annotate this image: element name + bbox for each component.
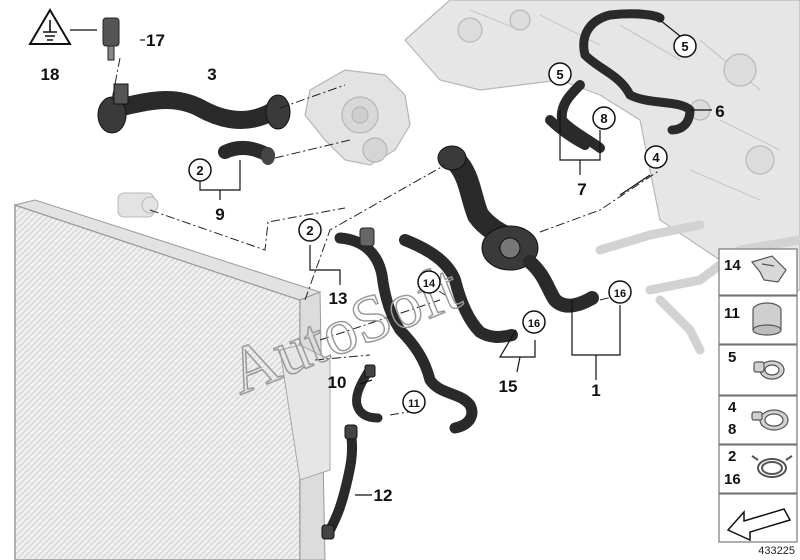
hose-part-1 [523,255,599,313]
arrow-icon [726,508,792,542]
hose-part-12 [325,425,358,535]
legend-label-16: 16 [724,471,741,488]
svg-text:16: 16 [614,288,626,300]
svg-text:5: 5 [556,67,563,82]
connector-icon [752,302,782,336]
number-labels: 17 18 3 9 13 6 7 15 1 10 12 [41,31,725,505]
water-pump [304,69,411,166]
hose-part-3-ends [97,83,291,134]
svg-text:11: 11 [408,398,420,410]
label-15: 15 [499,377,518,396]
thermostat-housing [437,145,539,271]
callout-11: 11 [402,390,426,414]
sensor-part-17 [102,17,120,61]
label-18: 18 [41,65,60,84]
label-6: 6 [715,102,724,121]
label-13: 13 [329,289,348,308]
label-9: 9 [215,205,224,224]
callout-5a: 5 [673,34,697,58]
label-12: 12 [374,486,393,505]
callout-5b: 5 [548,62,572,86]
callout-16a: 16 [522,310,546,334]
svg-text:14: 14 [423,278,436,290]
legend-label-14: 14 [724,257,741,274]
image-number: 433225 [758,545,795,557]
radiator [13,199,331,560]
label-1: 1 [591,381,600,400]
legend-panel: 14 11 5 4 8 2 16 [718,248,798,543]
ground-warning-icon [28,8,72,45]
hose-part-13 [334,232,478,434]
small-fittings [321,364,376,540]
callout-16b: 16 [608,280,632,304]
label-17: 17 [146,31,165,50]
svg-text:16: 16 [528,318,540,330]
hose-part-6 [579,9,695,135]
band-clamp-icon [751,409,789,431]
spring-clamp-icon [751,455,793,478]
label-10: 10 [328,373,347,392]
callouts: 2 2 5 5 8 4 14 16 [188,34,697,414]
legend-label-8: 8 [728,421,736,438]
hose-part-3 [109,91,284,129]
svg-text:2: 2 [196,163,203,178]
svg-text:2: 2 [306,223,313,238]
callout-2b: 2 [298,218,322,242]
legend-box-14 [718,248,798,296]
label-7: 7 [577,180,586,199]
legend-label-4: 4 [728,399,737,416]
callout-8: 8 [592,106,616,130]
hose-clamp-icon [753,360,785,380]
callout-14: 14 [417,270,441,294]
svg-text:4: 4 [652,150,660,165]
label-3: 3 [207,65,216,84]
svg-text:8: 8 [600,111,607,126]
hose-part-9 [218,141,275,165]
callout-4: 4 [644,145,668,169]
hose-part-15 [399,234,518,343]
clip-icon [750,255,787,283]
hose-part-10 [352,367,383,423]
svg-text:5: 5 [681,39,688,54]
hose-part-7 [545,80,605,153]
legend-label-2: 2 [728,448,736,465]
legend-label-5: 5 [728,349,736,366]
legend-label-11: 11 [724,305,740,322]
callout-2a: 2 [188,158,212,182]
leader-lines [111,57,661,416]
hose-part-13-fitting [359,227,375,247]
small-gray-fitting [117,192,159,218]
